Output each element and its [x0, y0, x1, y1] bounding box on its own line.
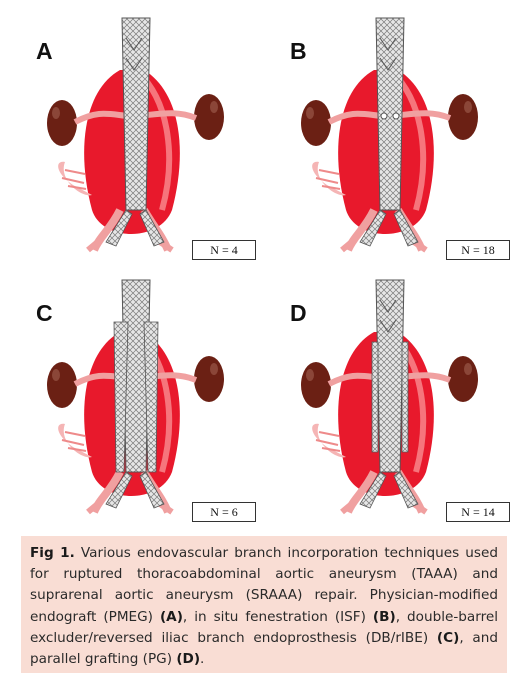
aorta-illustration-c — [47, 279, 224, 515]
aorta-illustration-a — [47, 17, 224, 253]
caption-text: , and parallel grafting (PG) — [30, 629, 498, 668]
caption-text: , in situ fenestration (ISF) — [182, 608, 373, 625]
panel-letter: D — [290, 300, 307, 326]
caption-ref: (D) — [176, 651, 201, 668]
panel-letter: B — [290, 38, 307, 64]
figure-label: Fig 1. — [30, 545, 75, 561]
caption-text: , double-barrel excluder/reversed iliac … — [30, 608, 498, 646]
caption-ref: (A) — [159, 608, 183, 625]
n-label: N = 14 — [446, 502, 510, 522]
caption-text: . — [200, 651, 205, 668]
caption-ref: (C) — [436, 629, 460, 646]
aorta-illustration-b — [301, 17, 478, 253]
caption-text: Various endovascular branch incorporatio… — [30, 545, 498, 625]
panel-letter: A — [36, 38, 53, 64]
caption-ref: (B) — [372, 608, 396, 625]
figure: A N = 4 B N = 18 — [10, 10, 516, 534]
panel-d: D N = 14 — [264, 272, 516, 534]
panel-c: C N = 6 — [10, 272, 262, 534]
n-label: N = 4 — [192, 240, 256, 260]
panel-b: B N = 18 — [264, 10, 516, 272]
figure-caption: Fig 1. Various endovascular branch incor… — [21, 536, 507, 673]
panel-a: A N = 4 — [10, 10, 262, 272]
n-label: N = 18 — [446, 240, 510, 260]
panel-letter: C — [36, 300, 53, 326]
n-label: N = 6 — [192, 502, 256, 522]
aorta-illustration-d — [301, 279, 478, 515]
